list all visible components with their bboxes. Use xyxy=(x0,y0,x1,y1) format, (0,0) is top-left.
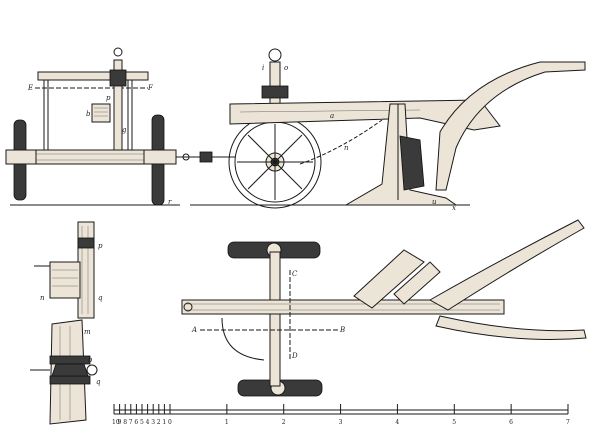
label-B: B xyxy=(339,326,345,334)
plan-beam xyxy=(181,299,505,315)
label-u: u xyxy=(432,198,437,206)
label-n: n xyxy=(344,144,349,152)
draught-chain xyxy=(299,119,383,165)
plan-axle xyxy=(269,251,281,387)
label-a: a xyxy=(330,112,334,120)
label-i: i xyxy=(262,64,264,72)
scale-tick-label: 4 xyxy=(395,419,399,426)
scale-tick-label: 0 xyxy=(168,419,172,426)
label-detail-n: n xyxy=(40,294,45,302)
label-A: A xyxy=(191,326,197,334)
label-detail-p: p xyxy=(98,242,103,250)
scale-tick-label: 8 xyxy=(123,419,127,426)
scale-tick-label: 7 xyxy=(129,419,133,426)
label-E: E xyxy=(27,84,33,92)
scale-tick-label: 3 xyxy=(151,419,155,426)
plan-handle-left xyxy=(428,219,585,311)
scale-tick-label: 1 xyxy=(162,419,166,426)
plan-handle-right xyxy=(435,315,587,340)
scale-tick-label: 6 xyxy=(134,419,138,426)
scale-tick-label: 1 xyxy=(225,419,229,426)
label-detail-m: m xyxy=(84,328,91,336)
mouldboard xyxy=(399,135,425,191)
label-p: p xyxy=(106,94,111,102)
plough-handle xyxy=(435,61,586,191)
scale-tick-label: 10 xyxy=(112,419,120,426)
front-view: E F p b g r xyxy=(5,47,205,206)
label-r-front: r xyxy=(168,198,172,206)
label-C: C xyxy=(292,270,298,278)
scale-tick-label: 9 xyxy=(118,419,122,426)
label-detail-q: q xyxy=(98,294,103,302)
plan-mouldboard xyxy=(353,249,425,309)
label-D: D xyxy=(291,352,298,360)
front-top-bar xyxy=(37,71,149,81)
label-x: x xyxy=(452,204,456,212)
side-view: i o a n u x xyxy=(190,48,586,212)
scale-tick-label: 5 xyxy=(140,419,144,426)
scale-tick-label: 7 xyxy=(566,419,570,426)
label-F: F xyxy=(147,84,154,92)
scale-tick-label: 2 xyxy=(282,419,286,426)
label-detail-b: b xyxy=(88,356,93,364)
label-o: o xyxy=(284,64,288,72)
scale-tick-label: 4 xyxy=(146,419,150,426)
label-detail-q2: q xyxy=(96,378,101,386)
scale-tick-label: 2 xyxy=(157,419,161,426)
scale-tick-label: 3 xyxy=(339,419,343,426)
front-axle-beam xyxy=(27,149,159,165)
plan-view: A B C D xyxy=(181,219,587,397)
label-g: g xyxy=(122,126,127,134)
scale-tick-label: 5 xyxy=(452,419,456,426)
detail-lower: m b q xyxy=(30,319,101,425)
label-b: b xyxy=(86,110,91,118)
scale-tick-label: 6 xyxy=(509,419,513,426)
detail-upper: p q n xyxy=(34,221,103,319)
